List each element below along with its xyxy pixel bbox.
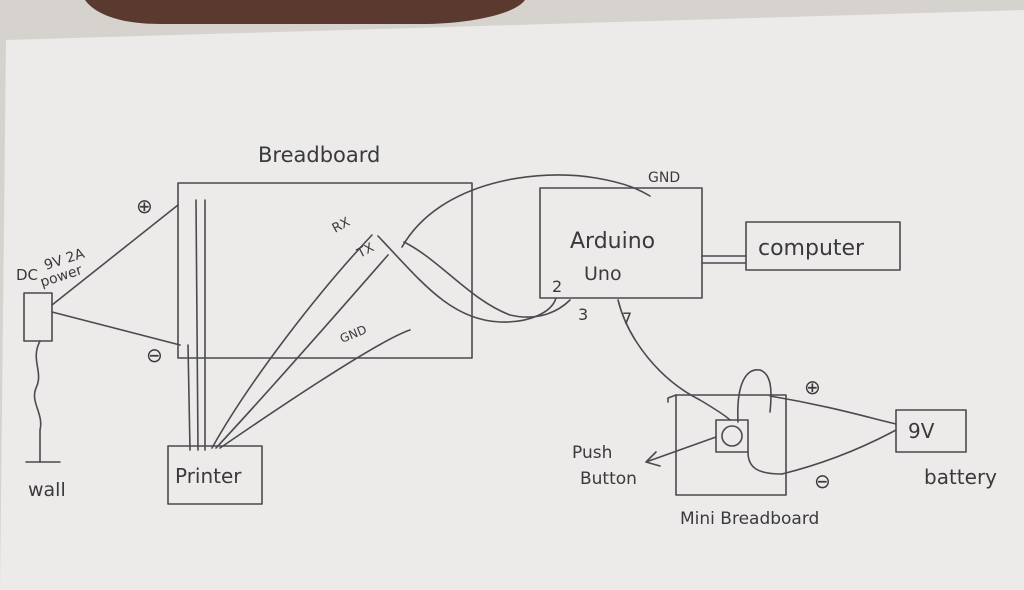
printer-wire-1 xyxy=(187,344,191,451)
battery-label: battery xyxy=(924,465,997,489)
mini-breadboard-box xyxy=(675,394,787,496)
breadboard-box xyxy=(177,182,473,359)
pin2-wire xyxy=(377,235,557,323)
pin2-label: 2 xyxy=(552,277,562,296)
push-button-label-1: Push xyxy=(572,443,612,463)
pin7-wire xyxy=(617,299,731,421)
gnd-top-label: GND xyxy=(648,170,680,186)
battery-plus-sign: ⊕ xyxy=(804,375,821,399)
printer-rx-wire xyxy=(211,234,373,449)
arduino-model-label: Uno xyxy=(584,263,622,285)
pin3-wire xyxy=(403,241,571,318)
power-positive-wire xyxy=(51,204,179,306)
breadboard-label: Breadboard xyxy=(258,143,380,167)
printer-wire-2 xyxy=(195,199,199,451)
rx-label: RX xyxy=(330,215,353,237)
paper-sheet xyxy=(0,10,1024,590)
arduino-box xyxy=(539,187,703,299)
printer-gnd-wire xyxy=(219,329,411,449)
power-label-dc: DC xyxy=(16,266,38,284)
push-button-cap xyxy=(721,425,743,447)
gnd-arc-wire xyxy=(401,174,651,248)
printer-label: Printer xyxy=(175,464,242,488)
power-negative-wire xyxy=(51,311,181,346)
wall-cable xyxy=(33,340,42,463)
printer-tx-wire xyxy=(215,254,389,449)
computer-label: computer xyxy=(758,236,865,261)
button-loop-wire xyxy=(737,369,772,423)
breadboard-plus-sign: ⊕ xyxy=(136,194,153,218)
pin3-label: 3 xyxy=(578,305,588,324)
printer-box xyxy=(167,445,263,505)
breadboard-minus-sign: ⊖ xyxy=(146,343,163,367)
arduino-label: Arduino xyxy=(570,229,655,254)
mini-breadboard-label: Mini Breadboard xyxy=(680,509,819,529)
mini-breadboard-outer-edge xyxy=(667,394,677,403)
button-negative-wire xyxy=(747,451,783,475)
background-object xyxy=(85,0,525,24)
battery-box xyxy=(895,409,967,453)
power-supply-box xyxy=(23,292,53,342)
pin7-label: 7 xyxy=(622,309,632,328)
push-button-arrow xyxy=(645,436,717,467)
wall-label: wall xyxy=(28,479,66,501)
battery-minus-sign: ⊖ xyxy=(814,469,831,493)
battery-negative-wire xyxy=(781,429,897,475)
tx-label: TX xyxy=(354,240,377,262)
computer-box xyxy=(745,221,901,271)
battery-box-label: 9V xyxy=(908,419,935,443)
push-button-label-2: Button xyxy=(580,469,637,489)
push-button xyxy=(715,419,749,453)
battery-positive-wire xyxy=(769,395,897,425)
